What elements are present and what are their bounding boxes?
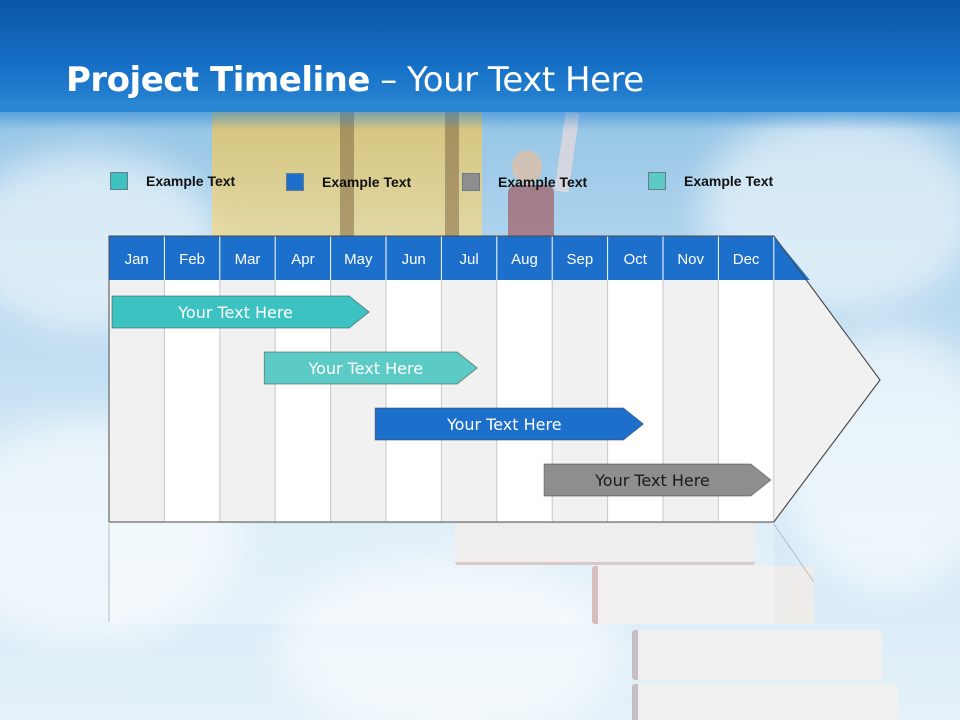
- legend-item: Example Text: [286, 172, 411, 192]
- month-label: Apr: [291, 251, 314, 268]
- month-column: [441, 280, 497, 522]
- legend-swatch: [286, 173, 304, 191]
- month-label: Jun: [402, 251, 426, 268]
- month-label: Mar: [235, 251, 261, 268]
- month-label: Nov: [677, 251, 704, 268]
- month-label: Feb: [179, 251, 205, 268]
- task-arrow: [374, 407, 645, 441]
- task-label: Your Text Here: [307, 359, 423, 378]
- person-body-image: [508, 185, 554, 240]
- book-image: [455, 522, 755, 565]
- task-arrow: [263, 351, 478, 385]
- legend-item: Example Text: [110, 171, 235, 191]
- title-band: [0, 0, 960, 112]
- month-label: Sep: [567, 251, 594, 268]
- legend-item: Example Text: [648, 171, 773, 191]
- book-image: [632, 630, 882, 680]
- month-column: [496, 280, 553, 522]
- legend-swatch: [462, 173, 480, 191]
- task-label: Your Text Here: [177, 303, 293, 322]
- month-column: [386, 280, 442, 522]
- person-head-image: [512, 150, 542, 184]
- task-label: Your Text Here: [446, 415, 562, 434]
- task-arrow: [111, 295, 370, 329]
- book-image: [632, 684, 898, 720]
- task-arrow: [543, 463, 772, 497]
- legend-label: Example Text: [146, 173, 236, 189]
- month-label: Jan: [125, 251, 149, 268]
- legend-swatch: [110, 172, 128, 190]
- legend-swatch: [648, 172, 666, 190]
- page-title: Project Timeline – Your Text Here: [66, 60, 644, 100]
- door-frame: [340, 110, 354, 240]
- task-label: Your Text Here: [594, 471, 710, 490]
- page-title-bold: Project Timeline: [66, 60, 370, 100]
- book-image: [592, 566, 814, 624]
- page-title-rest: – Your Text Here: [369, 60, 644, 100]
- legend-label: Example Text: [684, 173, 774, 189]
- month-label: Jul: [460, 251, 479, 268]
- month-label: Oct: [624, 251, 648, 268]
- title-band-fade: [0, 100, 960, 130]
- cloud-shape: [280, 560, 620, 720]
- month-label: Aug: [511, 251, 538, 268]
- timeline-reflection: [109, 524, 774, 624]
- legend-item: Example Text: [462, 172, 587, 192]
- door-frame: [445, 110, 459, 240]
- timeline-outline: [108, 235, 881, 523]
- month-label: May: [344, 251, 373, 268]
- month-label: Dec: [733, 251, 760, 268]
- reflection-edge: [773, 523, 815, 583]
- timeline-header: [109, 236, 810, 280]
- legend-label: Example Text: [498, 174, 588, 190]
- legend-label: Example Text: [322, 174, 412, 190]
